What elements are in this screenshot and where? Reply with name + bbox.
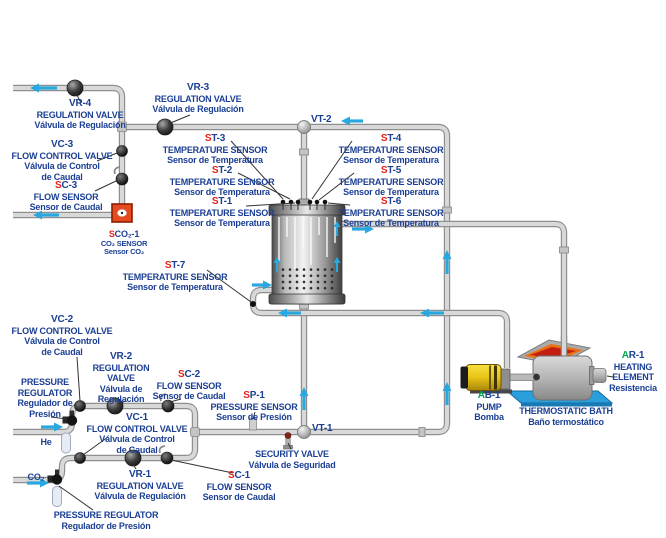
column-bubble-zone bbox=[277, 265, 337, 292]
label-co2-inlet: CO₂ bbox=[28, 472, 45, 483]
pipe-network bbox=[13, 84, 569, 484]
vt2-code: VT-2 bbox=[311, 114, 332, 125]
co2-sensor-box-icon bbox=[111, 203, 133, 223]
co2-inlet-text: CO₂ bbox=[27, 472, 45, 482]
ar1-code: AR-1 bbox=[621, 350, 645, 361]
co2-pressure-regulator-icon bbox=[47, 469, 63, 507]
vc2-valve-icon bbox=[74, 400, 86, 412]
label-vr2: VR-2 REGULATION VALVE Válvula de Regulac… bbox=[92, 351, 150, 404]
sc2-code: SC-2 bbox=[177, 369, 200, 380]
sp1-code: SP-1 bbox=[243, 390, 265, 401]
st3-code: ST-3 bbox=[204, 133, 226, 144]
label-vc2: VC-2 FLOW CONTROL VALVE Válvula de Contr… bbox=[11, 314, 113, 357]
column-wall-flow-arrows bbox=[273, 221, 341, 272]
label-st2: ST-2 TEMPERATURE SENSOR Sensor de Temper… bbox=[169, 165, 275, 197]
vc1-code: VC-1 bbox=[126, 412, 148, 423]
vc1-valve-icon bbox=[74, 452, 86, 464]
label-ab1: AB-1 PUMP Bomba bbox=[474, 390, 504, 422]
label-sc1: SC-1 FLOW SENSOR Sensor de Caudal bbox=[202, 470, 276, 502]
label-vt1: VT-1 bbox=[312, 423, 333, 435]
st7-code: ST-7 bbox=[164, 260, 186, 271]
label-vt2: VT-2 bbox=[311, 114, 332, 126]
vt1-code: VT-1 bbox=[312, 423, 333, 434]
sc3-code: SC-3 bbox=[54, 180, 77, 191]
st2-code: ST-2 bbox=[211, 165, 233, 176]
he-inlet-text: He bbox=[40, 437, 52, 447]
label-vc3: VC-3 FLOW CONTROL VALVE Válvula de Contr… bbox=[11, 139, 113, 182]
label-security-valve: SECURITY VALVE Válvula de Seguridad bbox=[248, 449, 336, 470]
label-sc2: SC-2 FLOW SENSOR Sensor de Caudal bbox=[152, 369, 226, 401]
label-vr4: VR-4 REGULATION VALVE Válvula de Regulac… bbox=[34, 98, 126, 130]
st1-code: ST-1 bbox=[211, 196, 233, 207]
label-st6: ST-6 TEMPERATURE SENSOR Sensor de Temper… bbox=[338, 196, 444, 228]
label-pressure-regulator-co2: PRESSURE REGULATOR Regulador de Presión bbox=[53, 510, 159, 531]
vr1-code: VR-1 bbox=[129, 469, 151, 480]
pump-icon bbox=[460, 364, 540, 394]
vr1-valve-icon bbox=[124, 449, 142, 467]
thermostatic-bath bbox=[505, 336, 614, 407]
vc3-code: VC-3 bbox=[51, 139, 73, 150]
ab1-code: AB-1 bbox=[477, 390, 501, 401]
vr3-valve-icon bbox=[156, 118, 174, 136]
label-thermostatic-bath: THERMOSTATIC BATH Baño termostático bbox=[519, 406, 613, 427]
label-ar1: AR-1 HEATING ELEMENT Resistencia bbox=[609, 350, 657, 393]
st6-code: ST-6 bbox=[380, 196, 402, 207]
heating-element-icon bbox=[592, 368, 607, 383]
vr2-code: VR-2 bbox=[110, 351, 132, 362]
label-pressure-regulator-he: PRESSURE REGULATOR Regulador de Presión bbox=[17, 377, 73, 419]
label-st4: ST-4 TEMPERATURE SENSOR Sensor de Temper… bbox=[338, 133, 444, 165]
label-st5: ST-5 TEMPERATURE SENSOR Sensor de Temper… bbox=[338, 165, 444, 197]
security-valve-icon bbox=[283, 432, 293, 450]
vr2-valve-icon bbox=[106, 397, 124, 415]
label-sc3: SC-3 FLOW SENSOR Sensor de Caudal bbox=[29, 180, 103, 212]
label-he-inlet: He bbox=[40, 437, 51, 448]
st5-code: ST-5 bbox=[380, 165, 402, 176]
vc2-code: VC-2 bbox=[51, 314, 73, 325]
sc2-sensor-icon bbox=[159, 393, 175, 413]
sc3-sensor-icon bbox=[113, 166, 129, 186]
column-tubes bbox=[278, 217, 336, 269]
vc3-valve-icon bbox=[116, 145, 128, 157]
absorption-column bbox=[268, 198, 346, 305]
st4-code: ST-4 bbox=[380, 133, 402, 144]
label-sp1: SP-1 PRESSURE SENSOR Sensor de Presión bbox=[210, 390, 298, 422]
label-vr1: VR-1 REGULATION VALVE Válvula de Regulac… bbox=[94, 469, 186, 501]
label-sco2: SCO₂-1 CO₂ SENSOR Sensor CO₂ bbox=[100, 229, 148, 256]
vt2-junction-icon bbox=[297, 120, 311, 134]
vr4-valve-icon bbox=[66, 79, 84, 97]
sc1-sensor-icon bbox=[158, 445, 174, 465]
label-vc1: VC-1 FLOW CONTROL VALVE Válvula de Contr… bbox=[86, 412, 188, 455]
vr4-code: VR-4 bbox=[69, 98, 91, 109]
label-st7: ST-7 TEMPERATURE SENSOR Sensor de Temper… bbox=[122, 260, 228, 292]
label-vr3: VR-3 REGULATION VALVE Válvula de Regulac… bbox=[152, 82, 244, 114]
flow-arrows bbox=[27, 83, 452, 488]
label-st3: ST-3 TEMPERATURE SENSOR Sensor de Temper… bbox=[162, 133, 268, 165]
vr3-code: VR-3 bbox=[187, 82, 209, 93]
sco2-code: SCO₂-1 bbox=[108, 229, 140, 239]
label-st1: ST-1 TEMPERATURE SENSOR Sensor de Temper… bbox=[169, 196, 275, 228]
he-pressure-regulator-icon bbox=[61, 410, 78, 454]
sc1-code: SC-1 bbox=[227, 470, 250, 481]
pointer-lines bbox=[50, 92, 614, 511]
vt1-junction-icon bbox=[297, 425, 311, 439]
st7-sensor-icon bbox=[250, 301, 256, 307]
